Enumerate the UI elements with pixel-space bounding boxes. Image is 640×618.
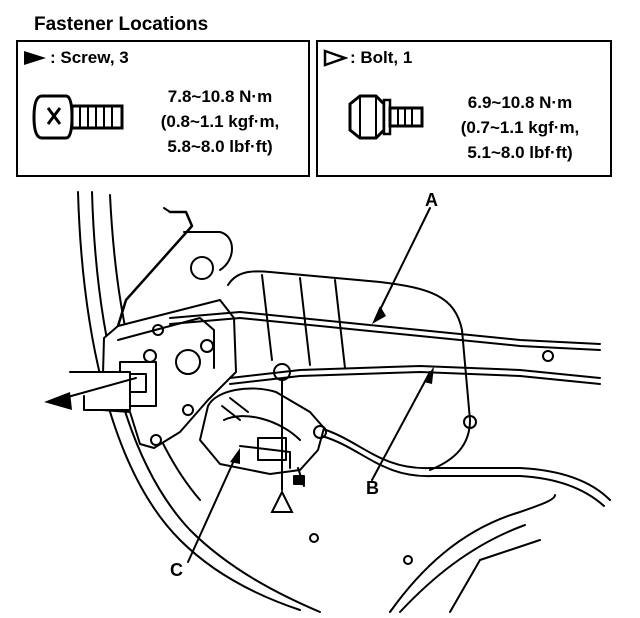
callout-a-arrowhead [372, 306, 386, 324]
bolt-torque-lbf: 5.1~8.0 lbf·ft) [467, 143, 573, 162]
callout-b-arrowhead [424, 366, 434, 384]
bolt-legend: : Bolt, 1 [322, 48, 412, 68]
callout-c: C [170, 560, 183, 580]
cable-lower [319, 427, 611, 501]
screw-icon [32, 94, 124, 140]
callout-c-leader [187, 455, 237, 563]
screw-torque: 7.8~10.8 N·m (0.8~1.1 kgf·m, 5.8~8.0 lbf… [140, 84, 300, 159]
bolt-legend-label: : Bolt, 1 [350, 48, 413, 67]
screw-location-arrowhead [44, 392, 72, 410]
hollow-arrowhead-icon [323, 49, 348, 67]
door-lock-actuator [199, 387, 325, 475]
screw-torque-lbf: 5.8~8.0 lbf·ft) [167, 137, 273, 156]
door-frame-inner-edge [91, 191, 321, 613]
bolt-spec-box: : Bolt, 1 6.9~10.8 N·m (0.7~1.1 kgf·m, 5… [316, 40, 612, 177]
bolt-location-arrowhead [270, 489, 294, 513]
bolt-torque-nm: 6.9~10.8 N·m [467, 93, 573, 112]
callout-a-leader [375, 207, 431, 319]
cable-b [229, 365, 601, 379]
screw-legend-label: : Screw, 3 [50, 48, 129, 67]
callout-b-leader [371, 371, 431, 481]
bolt-icon [348, 94, 424, 140]
callout-b: B [366, 478, 379, 498]
screw-torque-kgf: (0.8~1.1 kgf·m, [160, 112, 280, 131]
bolt-torque-kgf: (0.7~1.1 kgf·m, [460, 118, 580, 137]
page-title: Fastener Locations [34, 14, 209, 35]
door-frame-outer-edge [77, 191, 301, 611]
screw-spec-box: : Screw, 3 7.8~10.8 N·m (0.8~1.1 kgf·m, … [16, 40, 310, 177]
filled-arrowhead-icon [24, 51, 46, 65]
callout-a: A [425, 190, 438, 210]
screw-legend: : Screw, 3 [22, 48, 129, 68]
panel-hole [463, 415, 477, 429]
cable-a [169, 311, 601, 345]
lock-rod [116, 210, 194, 328]
screw-torque-nm: 7.8~10.8 N·m [167, 87, 273, 106]
latch-body [101, 299, 237, 449]
callout-c-arrowhead [230, 448, 240, 464]
bolt-torque: 6.9~10.8 N·m (0.7~1.1 kgf·m, 5.1~8.0 lbf… [436, 90, 604, 165]
panel-hole [190, 256, 214, 280]
panel-hole [542, 350, 554, 362]
